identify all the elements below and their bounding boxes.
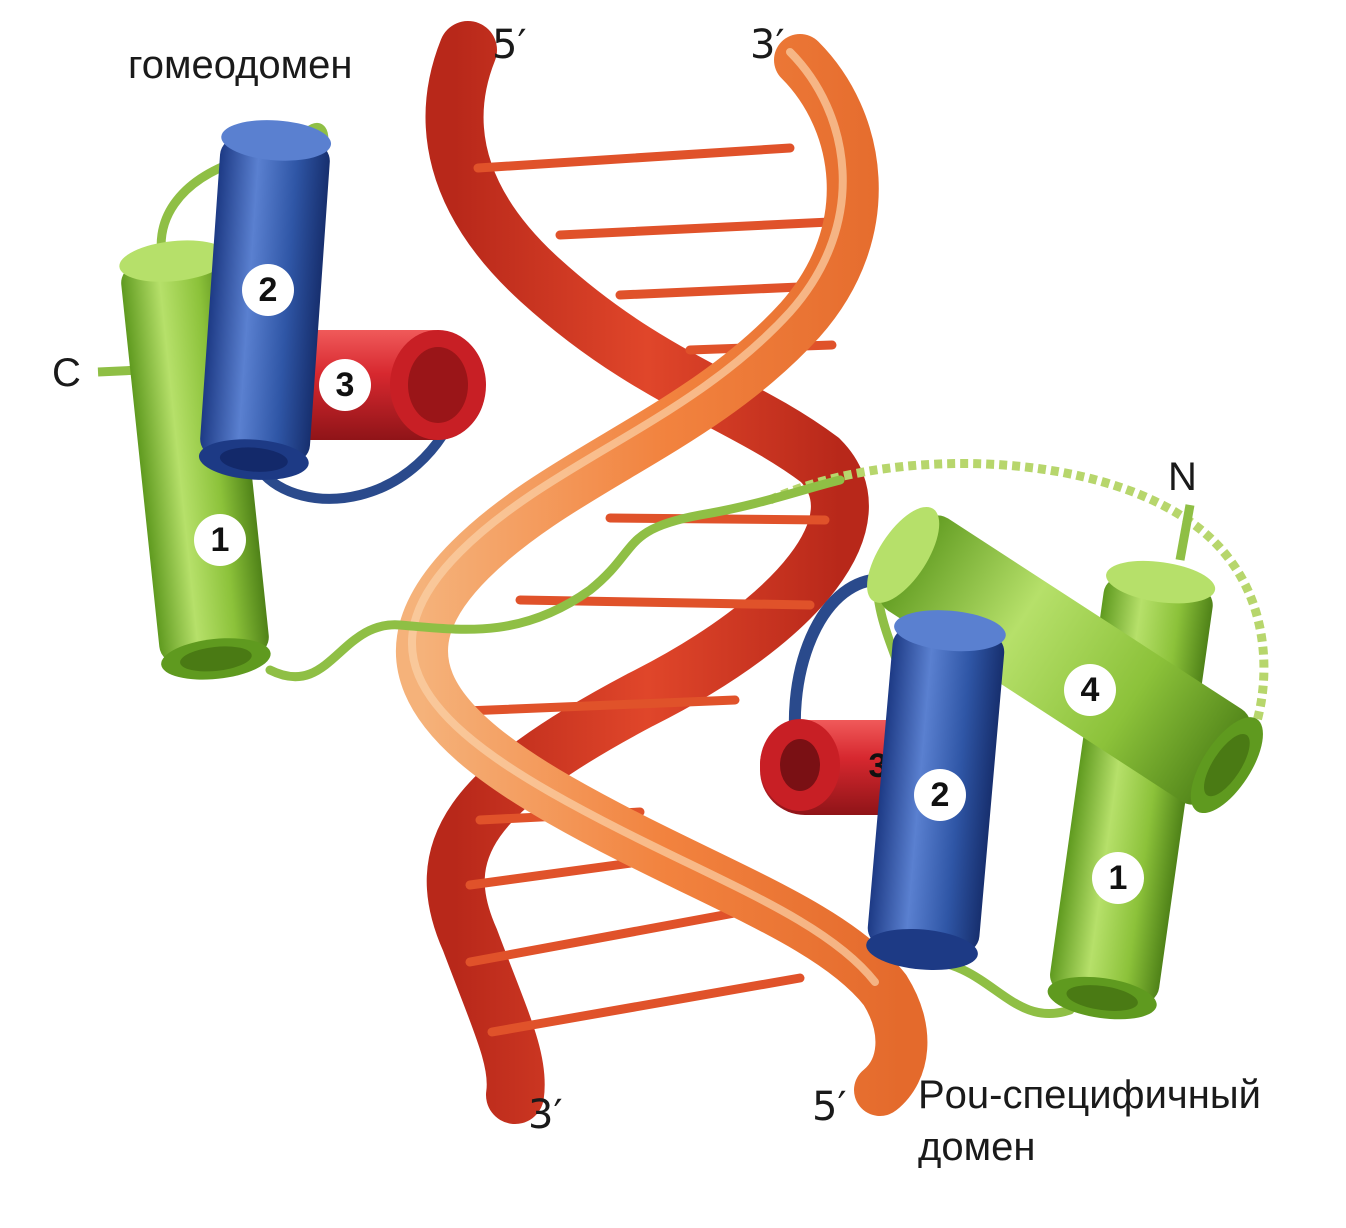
n-terminus-label: N bbox=[1168, 455, 1197, 499]
strand-5prime-bottom: 5′ bbox=[812, 1084, 847, 1130]
pou-helix-4-number: 4 bbox=[1081, 671, 1100, 709]
homeodomain-helix-1-number: 1 bbox=[211, 521, 230, 559]
homeodomain-helix-3-number: 3 bbox=[336, 366, 355, 404]
pou-helix-1-number: 1 bbox=[1109, 859, 1128, 897]
strand-3prime-top: 3′ bbox=[750, 22, 785, 68]
strand-5prime-top: 5′ bbox=[492, 22, 527, 68]
homeodomain-label: гомеодомен bbox=[128, 43, 353, 87]
pou-helix-2-number: 2 bbox=[931, 776, 950, 814]
pou-domain-label-line1: Pou-специфичный bbox=[918, 1073, 1261, 1117]
c-terminus-label: C bbox=[52, 351, 81, 395]
homeodomain-helix-2-number: 2 bbox=[259, 271, 278, 309]
pou-domain-label-line2: домен bbox=[918, 1125, 1035, 1169]
strand-3prime-bottom: 3′ bbox=[528, 1092, 563, 1138]
